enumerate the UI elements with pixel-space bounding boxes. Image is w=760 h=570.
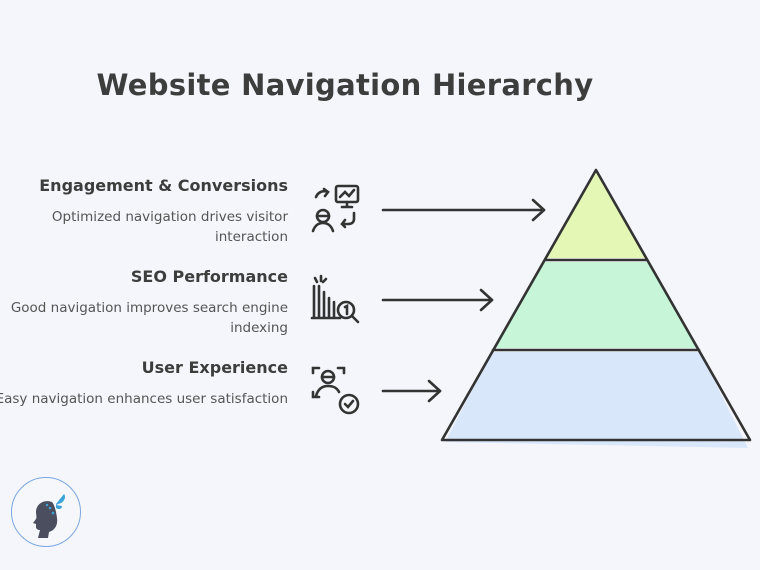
level-heading: SEO Performance bbox=[130, 267, 288, 286]
pyramid-tier-middle bbox=[494, 262, 697, 348]
pyramid-tier-top bbox=[546, 172, 646, 258]
logo bbox=[11, 477, 81, 547]
user-check-icon bbox=[311, 366, 360, 415]
pyramid-tier-bottom bbox=[445, 352, 748, 448]
pyramid-outline bbox=[440, 168, 752, 442]
arrow-engagement bbox=[381, 198, 546, 222]
level-description: Good navigation improves search engine i… bbox=[10, 300, 288, 336]
page-title: Website Navigation Hierarchy bbox=[96, 68, 594, 102]
level-heading: User Experience bbox=[141, 358, 288, 377]
level-heading: Engagement & Conversions bbox=[39, 176, 288, 195]
seo-ranking-icon bbox=[310, 274, 360, 324]
engagement-icon bbox=[311, 184, 360, 233]
level-description: Easy navigation enhances user satisfacti… bbox=[0, 391, 288, 407]
level-seo: SEO Performance Good navigation improves… bbox=[0, 267, 288, 338]
level-description: Optimized navigation drives visitor inte… bbox=[51, 209, 288, 245]
butterfly-silhouette-logo-icon bbox=[33, 494, 65, 538]
arrow-user-experience bbox=[381, 379, 442, 403]
level-engagement: Engagement & Conversions Optimized navig… bbox=[0, 176, 288, 247]
arrow-seo bbox=[381, 288, 494, 312]
level-user-experience: User Experience Easy navigation enhances… bbox=[0, 358, 288, 409]
